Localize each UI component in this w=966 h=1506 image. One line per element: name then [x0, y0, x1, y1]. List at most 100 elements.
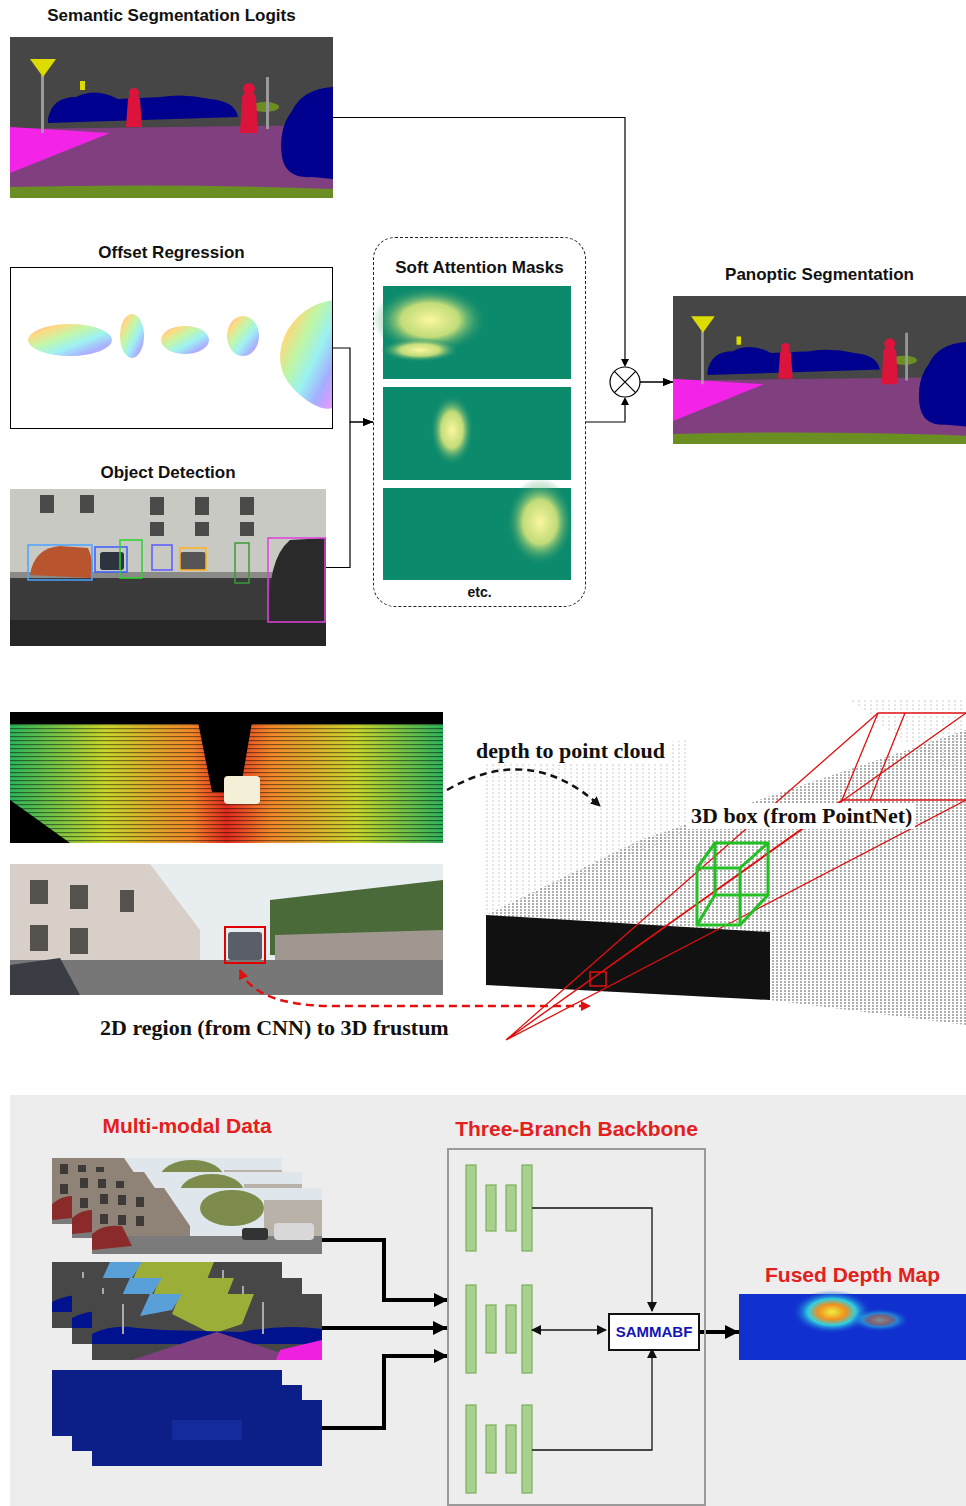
annotation-text: 2D region (from CNN) to 3D frustum — [97, 1015, 452, 1041]
input-arrows — [322, 1240, 447, 1428]
drawing-part — [10, 722, 443, 843]
annotation-text: depth to point cloud — [473, 738, 668, 764]
panel-title: Object Detection — [100, 463, 235, 483]
drawing-part — [152, 545, 172, 570]
group-note: etc. — [467, 584, 491, 600]
fused-depth-image — [739, 1290, 966, 1360]
drawing-part — [28, 324, 112, 356]
drawing-part — [10, 800, 70, 843]
panel-title: Offset Regression — [98, 243, 244, 263]
drawing-part — [447, 769, 600, 806]
encoder-branches — [466, 1165, 532, 1493]
annotation-text: 3D box (from PointNet) — [688, 803, 915, 829]
drawing-part — [40, 495, 54, 513]
drawing-part — [120, 314, 144, 358]
image-stacks — [52, 1158, 322, 1466]
image-panel: Panoptic Segmentation — [673, 296, 966, 444]
drawing-part — [486, 1185, 496, 1231]
panel-title: Fused Depth Map — [765, 1263, 940, 1287]
drawing-part — [235, 543, 249, 583]
drawing-part — [532, 1349, 652, 1450]
drawing-part — [30, 546, 93, 578]
drawing-part — [70, 928, 88, 954]
drawing-part — [380, 338, 460, 362]
backbone-box: Three-Branch BackboneSAMMABF — [447, 1148, 706, 1506]
drawing-part — [322, 1240, 447, 1300]
image-panel: Fused Depth Map — [739, 1294, 966, 1360]
drawing-part — [842, 713, 966, 800]
drawing-part — [195, 522, 209, 536]
drawing-part — [195, 497, 209, 515]
drawing-part — [506, 1425, 516, 1473]
drawing-part — [92, 1400, 322, 1466]
drawing-part — [92, 1188, 322, 1254]
drawing-part — [92, 1294, 322, 1360]
drawing-part — [522, 1165, 532, 1251]
segmentation-image — [10, 37, 333, 198]
drawing-part — [486, 730, 966, 1025]
drawing-part — [532, 1208, 652, 1311]
group-title: Soft Attention Masks — [395, 258, 563, 278]
drawing-part — [150, 497, 164, 515]
drawing-part — [614, 371, 635, 392]
group-box: Soft Attention Masks etc. — [373, 237, 586, 607]
flow-arrow — [322, 1326, 447, 1330]
image-panel: Multi-modal Data — [52, 1158, 322, 1466]
drawing-part — [30, 880, 134, 954]
drawing-part — [383, 387, 571, 480]
drawing-part — [506, 478, 574, 566]
depth-image — [10, 712, 443, 843]
drawing-part — [506, 1305, 516, 1353]
drawing-part — [10, 722, 443, 843]
drawing-part — [227, 316, 259, 356]
drawing-part — [850, 1308, 910, 1332]
image-panel: Offset Regression — [10, 267, 333, 429]
panel-ground — [10, 1095, 966, 1506]
drawing-part — [120, 540, 142, 578]
drawing-part — [532, 1329, 606, 1330]
drawing-part — [240, 497, 254, 515]
drawing-part — [240, 970, 590, 1006]
drawing-part — [180, 548, 206, 570]
drawing-part — [80, 495, 94, 513]
flow-arrow — [333, 118, 673, 383]
drawing-part — [466, 1165, 476, 1251]
drawing-part — [28, 545, 92, 580]
drawing-part — [95, 547, 127, 572]
drawing-part — [10, 620, 326, 646]
drawing-part — [10, 712, 443, 843]
offset-image — [28, 300, 333, 409]
image-panel: Semantic Segmentation Logits — [10, 37, 333, 198]
drawing-part — [269, 538, 326, 622]
fusion-block: SAMMABF — [608, 1313, 700, 1351]
drawing-part — [280, 300, 333, 409]
drawing-part — [30, 880, 48, 904]
drawing-part — [180, 552, 206, 570]
drawing-part — [70, 885, 88, 909]
drawing-part — [486, 1425, 496, 1473]
flow-arrow — [333, 348, 373, 422]
drawing-part — [486, 1305, 496, 1353]
camera-image — [10, 864, 443, 995]
drawing-part — [40, 495, 254, 536]
drawing-part — [621, 359, 629, 367]
panel-title: Three-Branch Backbone — [455, 1117, 698, 1141]
drawing-part — [10, 712, 443, 724]
drawing-part — [240, 522, 254, 536]
attention-masks — [372, 286, 574, 580]
detection-image — [10, 489, 326, 646]
drawing-part — [610, 367, 640, 397]
drawing-part — [506, 1185, 516, 1231]
drawing-part — [430, 394, 474, 466]
image-panel: Object Detection — [10, 489, 326, 646]
panel-title: Semantic Segmentation Logits — [47, 6, 295, 26]
block-label: SAMMABF — [616, 1323, 693, 1340]
drawing-part — [466, 1285, 476, 1373]
panel-title: Multi-modal Data — [102, 1114, 271, 1138]
drawing-part — [621, 397, 629, 405]
drawing-part — [466, 1405, 476, 1493]
drawing-part — [10, 489, 326, 646]
drawing-part — [28, 538, 325, 622]
drawing-part — [228, 932, 262, 960]
